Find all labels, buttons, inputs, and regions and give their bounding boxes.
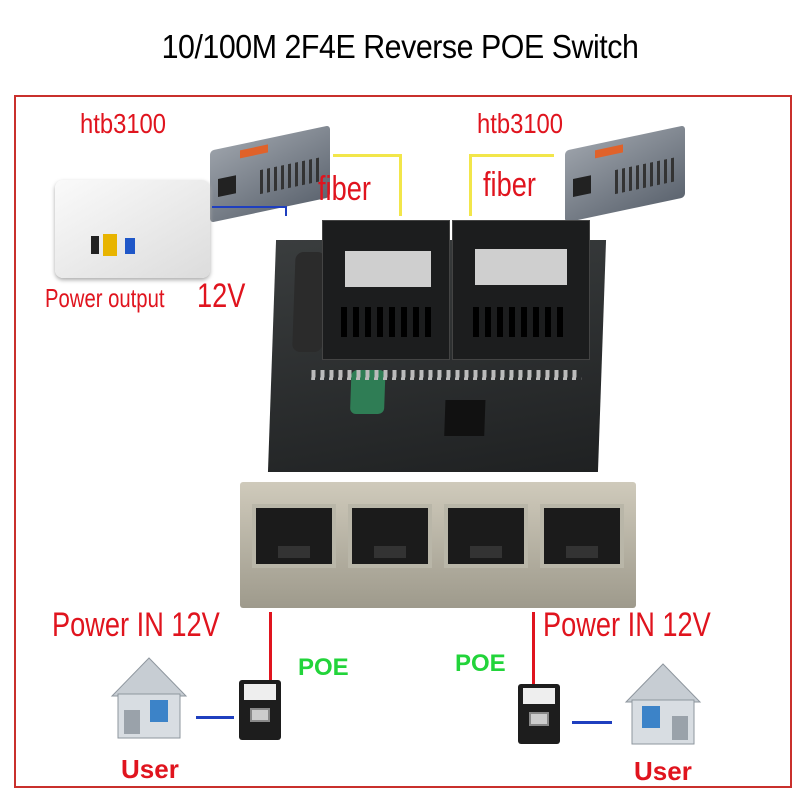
ont-device xyxy=(55,180,210,278)
power-in-label-left: Power IN 12V xyxy=(52,606,220,644)
house-icon-right xyxy=(624,663,702,745)
rj45-port-block xyxy=(240,482,636,608)
htb3100-label-left: htb3100 xyxy=(80,108,167,139)
ethernet-line-user-left xyxy=(196,716,234,719)
ethernet-line-ont xyxy=(212,206,286,208)
page-title: 10/100M 2F4E Reverse POE Switch xyxy=(161,28,639,65)
module-vents xyxy=(473,307,567,337)
rj45-port-2 xyxy=(348,504,432,568)
rj45-port-4 xyxy=(540,504,624,568)
diagram-frame xyxy=(14,95,792,788)
fiber-line-left-h xyxy=(333,154,401,157)
capacitor xyxy=(292,252,326,352)
power-output-text: Power output xyxy=(45,283,165,313)
fiber-line-left-v xyxy=(399,154,402,216)
htb3100-label-right: htb3100 xyxy=(477,108,564,139)
module-label xyxy=(345,251,431,287)
poe-injector-left xyxy=(239,680,281,740)
poe-label-left: POE xyxy=(298,654,349,681)
power-line-right xyxy=(532,612,535,690)
rj45-port-1 xyxy=(252,504,336,568)
ethernet-line-user-right xyxy=(572,721,612,724)
pcb-components xyxy=(311,370,582,380)
fiber-module-2 xyxy=(452,220,590,360)
fiber-module-1 xyxy=(322,220,450,360)
power-output-voltage: 12V xyxy=(197,277,246,315)
rj45-port-3 xyxy=(444,504,528,568)
fiber-line-right-h xyxy=(469,154,554,157)
power-line-left xyxy=(269,612,272,682)
module-label xyxy=(475,249,567,285)
chip xyxy=(444,400,486,436)
fiber-label-right: fiber xyxy=(483,166,536,204)
user-label-right: User xyxy=(634,756,692,786)
fiber-line-right-v xyxy=(469,154,472,216)
power-output-label: Power output 12V xyxy=(45,277,245,315)
house-icon-left xyxy=(110,657,188,739)
ethernet-line-ont-v xyxy=(285,206,287,216)
fiber-label-left: fiber xyxy=(318,170,371,208)
poe-injector-right xyxy=(518,684,560,744)
power-in-label-right: Power IN 12V xyxy=(543,606,711,644)
module-vents xyxy=(341,307,431,337)
poe-label-right: POE xyxy=(455,650,506,677)
user-label-left: User xyxy=(121,754,179,784)
